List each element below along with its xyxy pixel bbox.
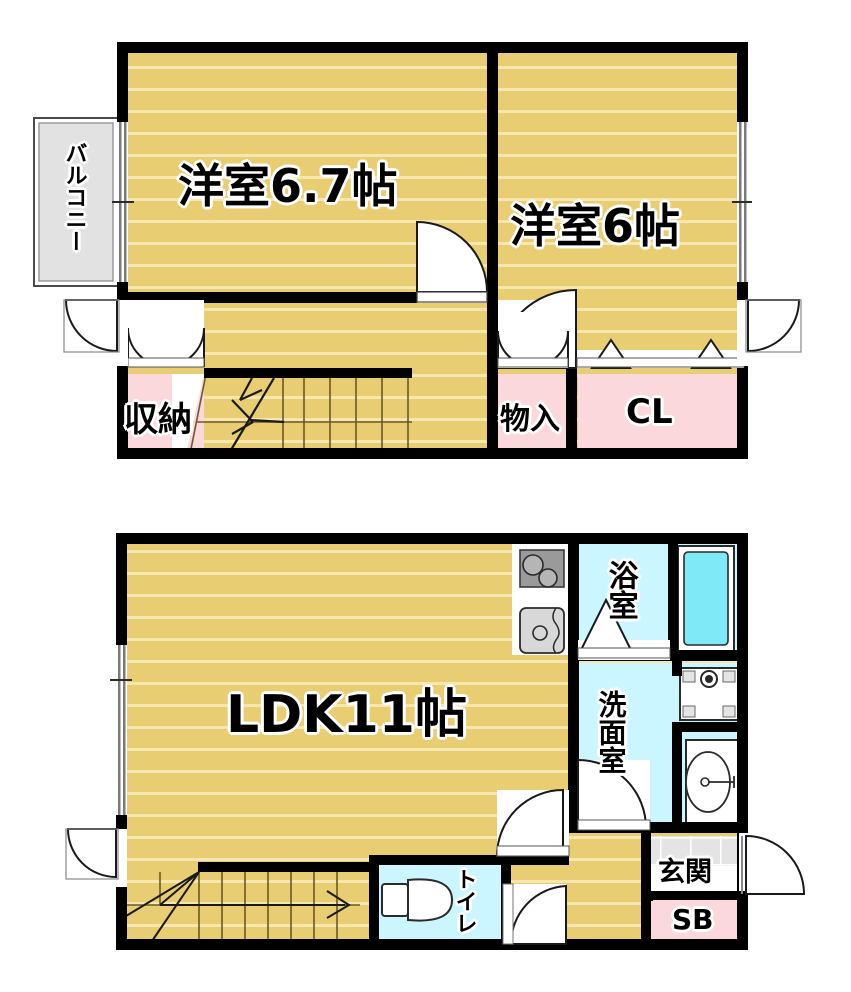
vanity-sink-icon	[685, 739, 739, 826]
toilet-fixture-icon	[381, 878, 454, 922]
closet-cl-fill	[578, 374, 744, 454]
door-ldk-to-hall	[495, 788, 570, 857]
kitchen-sink-icon	[519, 607, 565, 654]
floor-1-plan	[65, 533, 806, 950]
door-entrance-exterior	[739, 833, 806, 895]
floor2-window-balcony	[112, 122, 134, 282]
shunou-angle-mask	[172, 374, 204, 454]
floor1-window-left	[110, 645, 132, 815]
door-room6-exterior-right	[737, 299, 802, 366]
bathtub-icon	[677, 545, 735, 652]
storage-mononyu-fill	[497, 374, 571, 454]
shoe-box-fill	[651, 900, 739, 944]
door-toilet	[502, 883, 567, 945]
floor2-stairs	[189, 373, 412, 455]
entrance-step-fill	[651, 866, 739, 892]
floor2-stairs-direction-arrow	[227, 377, 285, 456]
door-shunou	[127, 300, 205, 368]
entrance-step-line	[687, 865, 701, 881]
door-room67-to-hall	[416, 220, 489, 303]
balcony-area	[33, 117, 119, 287]
floor-2-plan	[33, 42, 802, 459]
door-cl-folding	[576, 338, 745, 369]
door-washroom	[577, 758, 651, 831]
door-hall-exterior-left	[63, 299, 128, 366]
kitchen-stove-icon	[519, 549, 565, 588]
washing-machine-icon	[679, 667, 739, 721]
door-mononyu	[497, 312, 569, 368]
floor1-stairs	[125, 871, 360, 945]
door-ldk-exterior-left	[65, 828, 127, 887]
floor2-window-right	[732, 122, 752, 282]
door-bath-folding	[577, 597, 671, 660]
